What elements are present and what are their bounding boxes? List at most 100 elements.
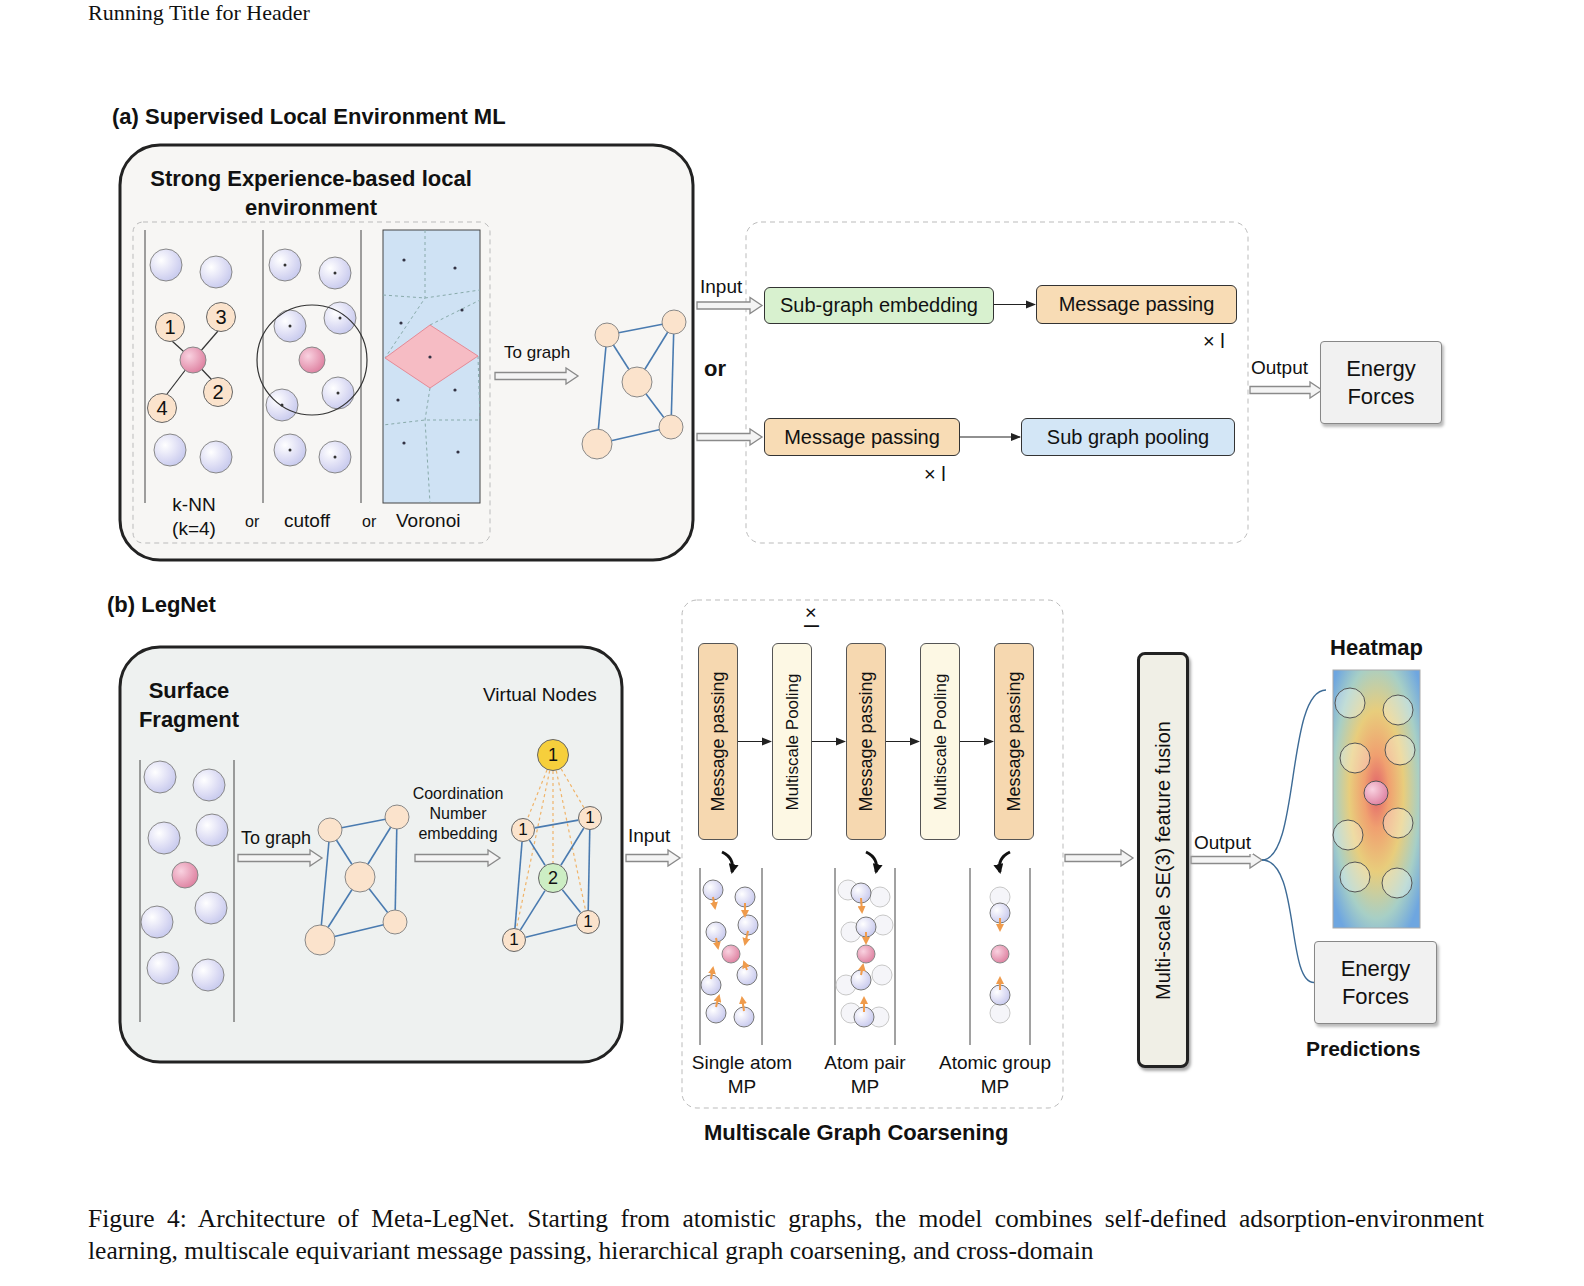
label: × l bbox=[799, 607, 822, 629]
connector bbox=[515, 842, 522, 928]
graph-node: 1 bbox=[502, 928, 526, 952]
pooling-box: Multiscale Pooling bbox=[772, 643, 812, 840]
connector bbox=[960, 741, 993, 742]
hollow-arrow bbox=[1065, 850, 1133, 866]
connector bbox=[697, 429, 762, 445]
hollow-arrow bbox=[495, 368, 578, 384]
neighbor-atom: 3 bbox=[206, 302, 236, 332]
label: × l bbox=[924, 463, 946, 486]
node-text: Message passing bbox=[856, 671, 877, 811]
label: (a) Supervised Local Environment ML bbox=[112, 104, 506, 130]
connector bbox=[520, 891, 545, 930]
node-text: Strong Experience-based local environmen… bbox=[146, 165, 476, 222]
label: Atomic group MP bbox=[928, 1051, 1062, 1099]
node-text: 2 bbox=[548, 868, 558, 889]
panel-b: Surface Fragment 1 1 1 2 1 1 bbox=[120, 647, 622, 1062]
output-box: Energy Forces bbox=[1320, 341, 1442, 424]
node-text: Sub-graph embedding bbox=[780, 294, 978, 317]
label: Predictions bbox=[1306, 1037, 1420, 1061]
connector bbox=[529, 840, 545, 865]
node-text: 4 bbox=[156, 397, 167, 420]
connector bbox=[738, 741, 771, 742]
label: Coordination Number embedding bbox=[402, 784, 514, 844]
label: Input bbox=[628, 825, 670, 847]
graph-node: 2 bbox=[538, 863, 568, 893]
neighbor-atom: 1 bbox=[155, 312, 185, 342]
connector bbox=[561, 769, 584, 808]
node-text: Message passing bbox=[784, 426, 940, 449]
message-passing-box: Message passing bbox=[698, 643, 738, 840]
label: or bbox=[704, 356, 726, 382]
hollow-arrow bbox=[626, 850, 680, 866]
label: To graph bbox=[241, 828, 311, 849]
node-text: Message passing bbox=[708, 671, 729, 811]
connector bbox=[697, 298, 762, 314]
process-box: Sub-graph embedding bbox=[764, 287, 994, 324]
graph-node: 1 bbox=[511, 818, 535, 842]
node-text: Heatmap bbox=[1326, 634, 1427, 663]
connector bbox=[526, 925, 577, 937]
label: × l bbox=[1203, 330, 1225, 353]
process-box: Sub graph pooling bbox=[1021, 418, 1235, 456]
neighbor-atom: 4 bbox=[147, 393, 177, 423]
connector bbox=[562, 890, 580, 913]
node-text: 1 bbox=[164, 316, 175, 339]
label: Voronoi bbox=[396, 510, 460, 532]
output-box: Energy Forces bbox=[1314, 941, 1437, 1024]
label: or bbox=[362, 513, 376, 531]
node-text: 1 bbox=[548, 745, 558, 766]
connector bbox=[561, 828, 584, 865]
fusion-box: Multi-scale SE(3) feature fusion bbox=[1137, 652, 1189, 1068]
label: Multiscale Graph Coarsening bbox=[704, 1120, 1008, 1146]
connector bbox=[535, 820, 578, 828]
node-text: Message passing bbox=[1004, 671, 1025, 811]
label: Single atom MP bbox=[682, 1051, 802, 1099]
node-text: 1 bbox=[518, 820, 527, 840]
label: Running Title for Header bbox=[88, 0, 310, 26]
pooling-box: Multiscale Pooling bbox=[920, 643, 960, 840]
label: Virtual Nodes bbox=[483, 684, 597, 706]
label: Atom pair MP bbox=[812, 1051, 918, 1099]
hollow-arrow bbox=[415, 850, 500, 866]
neighbor-atom: 2 bbox=[203, 377, 233, 407]
node-text: Multi-scale SE(3) feature fusion bbox=[1152, 720, 1175, 999]
edge-label: Output bbox=[1192, 832, 1253, 854]
connector bbox=[1191, 690, 1326, 868]
caption: Figure 4: Architecture of Meta-LegNet. S… bbox=[88, 1203, 1484, 1267]
node-text: Surface Fragment bbox=[134, 677, 244, 734]
node-text: 2 bbox=[212, 381, 223, 404]
connector bbox=[886, 741, 919, 742]
label: k-NN (k=4) bbox=[158, 493, 230, 541]
node-text: Message passing bbox=[1059, 293, 1215, 316]
connector bbox=[994, 304, 1035, 305]
node-text: 1 bbox=[583, 912, 592, 932]
edge-label: Input bbox=[698, 276, 744, 298]
process-box: Message passing bbox=[1036, 285, 1237, 324]
label: Output bbox=[1251, 357, 1308, 379]
node-text: Multiscale Pooling bbox=[782, 673, 802, 810]
label: or bbox=[245, 513, 259, 531]
hollow-arrow bbox=[238, 850, 322, 866]
node-text: 3 bbox=[215, 306, 226, 329]
connector bbox=[588, 830, 590, 910]
label: (b) LegNet bbox=[107, 592, 216, 618]
message-passing-box: Message passing bbox=[846, 643, 886, 840]
process-box: Message passing bbox=[764, 418, 960, 456]
heatmap: Heatmap bbox=[1326, 634, 1427, 928]
hollow-arrow bbox=[1250, 382, 1322, 398]
graph-node: 1 bbox=[576, 910, 600, 934]
connector bbox=[812, 741, 845, 742]
node-text: Multiscale Pooling bbox=[930, 673, 950, 810]
node-text: Energy Forces bbox=[1315, 955, 1436, 1010]
message-passing-box: Message passing bbox=[994, 643, 1034, 840]
node-text: Sub graph pooling bbox=[1047, 426, 1209, 449]
connector bbox=[1262, 860, 1314, 983]
node-text: 1 bbox=[509, 930, 518, 950]
label: To graph bbox=[504, 343, 570, 363]
label: cutoff bbox=[284, 510, 330, 532]
hollow-arrow bbox=[1191, 852, 1262, 868]
node-text: 1 bbox=[585, 808, 594, 828]
virtual-node: 1 bbox=[537, 739, 569, 771]
connector bbox=[960, 436, 1020, 437]
graph-node: 1 bbox=[578, 806, 602, 830]
